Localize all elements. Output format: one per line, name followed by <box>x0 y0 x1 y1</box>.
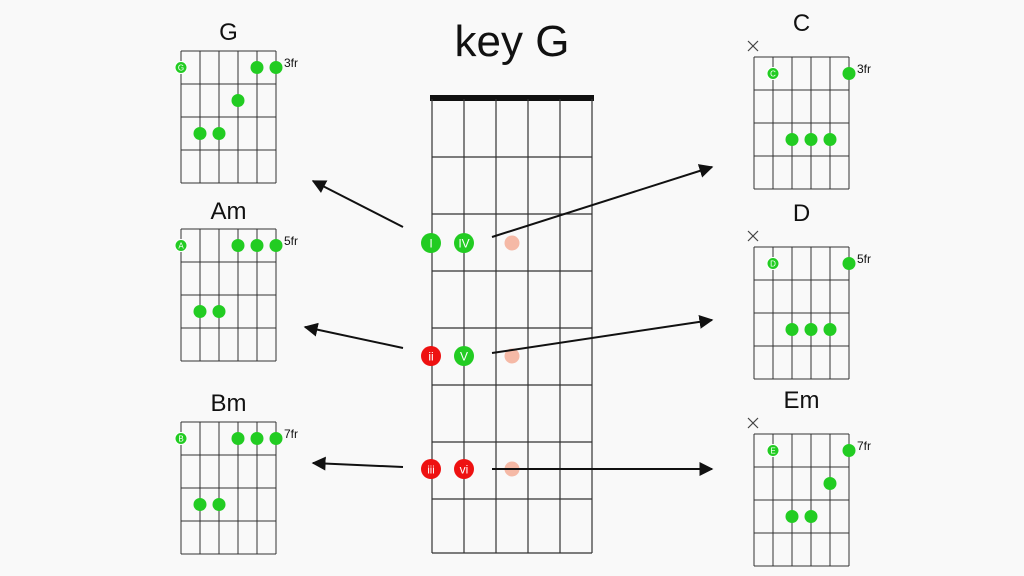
chord-name: C <box>793 10 810 37</box>
finger-dot <box>785 510 799 523</box>
finger-dot <box>193 305 207 318</box>
neck-nut <box>430 95 594 101</box>
finger-dot <box>269 432 283 445</box>
degree-iii: iii <box>421 459 441 479</box>
arrow <box>303 322 404 349</box>
degree-circle <box>454 233 474 253</box>
muted-string-x-icon <box>747 417 759 429</box>
degree-ii: ii <box>421 346 441 366</box>
muted-string-x-icon <box>747 40 759 52</box>
degree-label: iii <box>427 465 434 477</box>
finger-dot <box>842 67 856 80</box>
chord-name: Bm <box>211 390 247 417</box>
finger-dot <box>823 133 837 146</box>
finger-dot <box>231 94 245 107</box>
fret-position-label: 3fr <box>284 56 298 70</box>
fret-position-label: 5fr <box>284 234 298 248</box>
finger-dot <box>823 477 837 490</box>
arrow <box>491 164 714 238</box>
finger-dot <box>842 257 856 270</box>
root-note-dot: G <box>174 61 188 74</box>
finger-dot <box>804 323 818 336</box>
root-note-label: E <box>770 447 775 456</box>
finger-dot <box>823 323 837 336</box>
degree-circle <box>421 233 441 253</box>
degree-label: V <box>460 350 468 364</box>
arrow <box>311 456 404 471</box>
finger-dot <box>212 498 226 511</box>
arrow <box>311 180 404 228</box>
page-title: key G <box>455 17 570 66</box>
finger-dot <box>269 239 283 252</box>
finger-dot <box>785 323 799 336</box>
finger-dot <box>250 61 264 74</box>
finger-dot <box>231 432 245 445</box>
root-note-dot: B <box>174 432 188 445</box>
degree-vi: vi <box>454 459 474 479</box>
root-note-label: C <box>770 70 776 79</box>
fret-position-label: 7fr <box>284 427 298 441</box>
degree-label: vi <box>460 463 469 477</box>
muted-string-x-icon <box>747 230 759 242</box>
degree-circle <box>454 459 474 479</box>
arrow-group <box>303 164 714 476</box>
finger-dot <box>250 432 264 445</box>
chord-name: D <box>793 200 810 227</box>
finger-dot <box>804 510 818 523</box>
chord-name: Em <box>784 387 820 414</box>
root-note-dot: D <box>766 257 780 270</box>
degree-label: IV <box>458 237 469 251</box>
root-note-label: D <box>770 260 776 269</box>
degree-v: V <box>454 346 474 366</box>
finger-dot <box>842 444 856 457</box>
arrow <box>491 314 714 354</box>
finger-dot <box>785 133 799 146</box>
root-note-dot: E <box>766 444 780 457</box>
fret-position-label: 5fr <box>857 252 871 266</box>
finger-dot <box>193 127 207 140</box>
root-note-dot: A <box>174 239 188 252</box>
degree-iv: IV <box>454 233 474 253</box>
fret-position-label: 7fr <box>857 439 871 453</box>
degree-circle <box>421 459 441 479</box>
root-note-label: B <box>178 435 183 444</box>
chord-name: G <box>219 19 238 46</box>
finger-dot <box>231 239 245 252</box>
root-note-dot: C <box>766 67 780 80</box>
neck-marker-dot <box>504 235 520 251</box>
fret-position-label: 3fr <box>857 62 871 76</box>
chord-name: Am <box>211 198 247 225</box>
degree-circle <box>421 346 441 366</box>
degree-circle <box>454 346 474 366</box>
degree-i: I <box>421 233 441 253</box>
neck-marker-dot <box>504 348 520 364</box>
degree-label: ii <box>428 350 433 364</box>
finger-dot <box>804 133 818 146</box>
finger-dot <box>250 239 264 252</box>
finger-dot <box>193 498 207 511</box>
finger-dot <box>212 127 226 140</box>
degree-label: I <box>429 237 432 251</box>
root-note-label: G <box>178 64 184 73</box>
finger-dot <box>269 61 283 74</box>
finger-dot <box>212 305 226 318</box>
root-note-label: A <box>178 242 184 251</box>
